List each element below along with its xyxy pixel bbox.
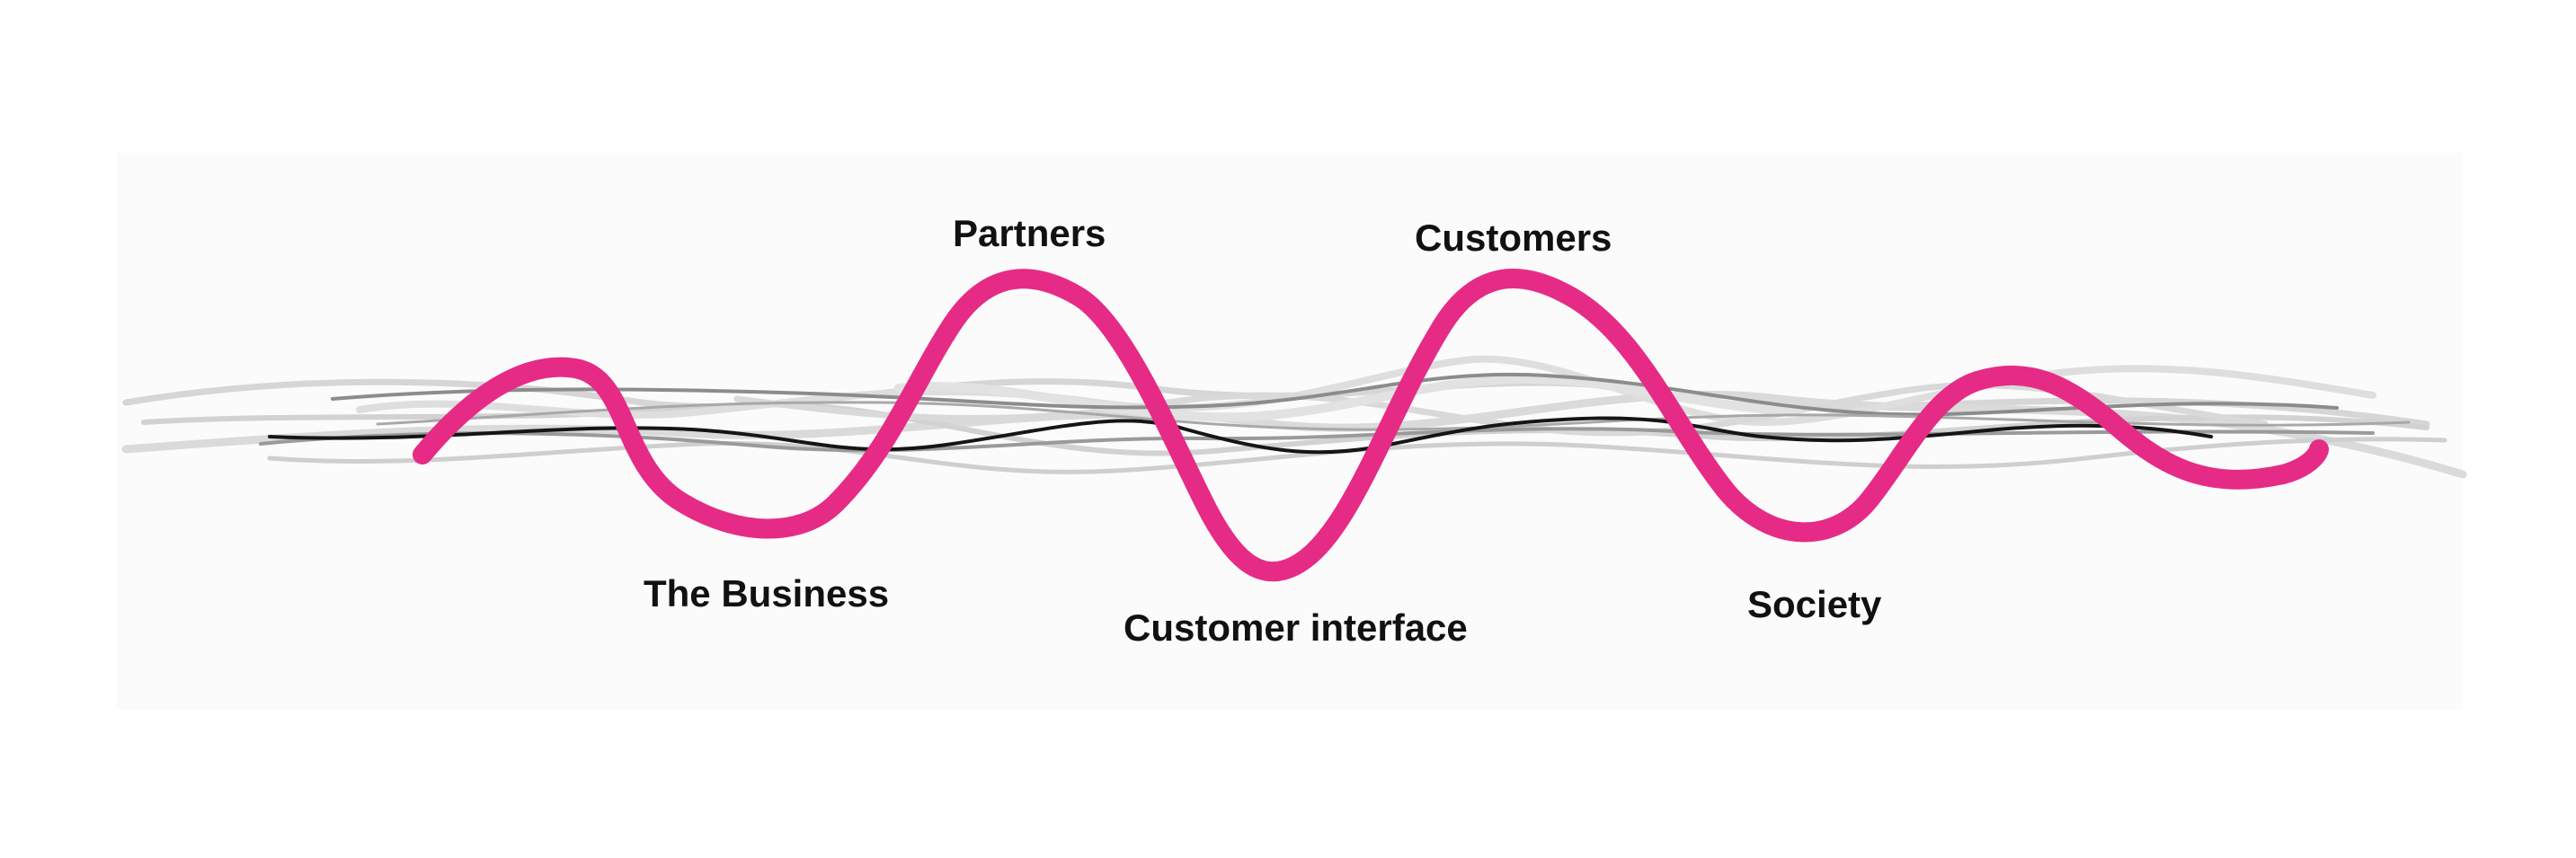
accent-ribbon-wave [413, 269, 2329, 582]
light-wave [267, 437, 2447, 474]
dark-wave [268, 416, 2213, 455]
light-wave [356, 355, 2376, 427]
accent-ribbon-group [413, 269, 2329, 582]
mid-wave [376, 401, 2411, 431]
label-the-business: The Business [644, 572, 890, 615]
label-partners: Partners [953, 212, 1106, 254]
light-wave [121, 390, 2467, 479]
label-society: Society [1747, 583, 1882, 625]
label-customer-interface: Customer interface [1124, 606, 1468, 649]
label-customers: Customers [1415, 217, 1612, 259]
